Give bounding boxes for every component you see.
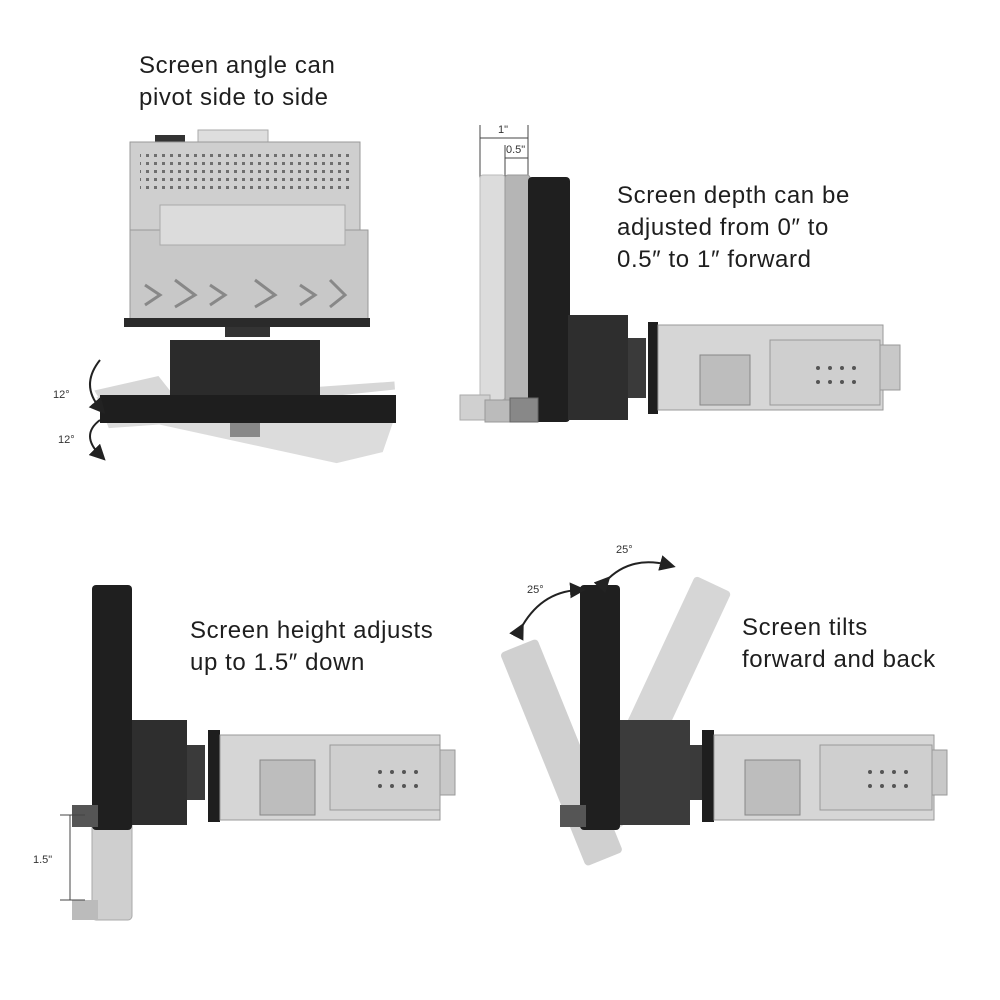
caption-line: Screen height adjusts [190,617,434,644]
mount-bracket [568,315,628,420]
depth-caption: Screen depth can be adjusted from 0″ to … [617,180,850,276]
angle-label-bottom: 12° [58,434,75,446]
screen-dark [528,177,570,422]
pivot-caption: Screen angle can pivot side to side [139,50,335,114]
depth-dim-inner: 0.5" [506,144,525,156]
depth-dimensions [479,125,529,180]
height-dimension [60,814,85,901]
angle-arrow-up [88,359,106,415]
mount-bracket [132,720,187,825]
caption-line: Screen tilts [742,614,868,641]
height-caption: Screen height adjusts up to 1.5″ down [190,615,433,679]
caption-line: 0.5″ to 1″ forward [617,246,812,273]
tilt-arrow-back [509,582,586,641]
caption-line: forward and back [742,646,936,673]
angle-arrow-down [88,419,106,461]
caption-line: pivot side to side [139,84,329,111]
depth-dim-outer: 1" [498,124,508,136]
caption-line: adjusted from 0″ to [617,214,830,241]
height-dim-label: 1.5" [33,854,52,866]
vent-holes [140,152,350,192]
screen-dark [580,585,620,830]
screen-dark-center [100,340,396,437]
angle-label-top: 12° [53,389,70,401]
mount-bracket [620,720,690,825]
tilt-angle-back: 25° [527,584,544,596]
caption-line: Screen depth can be [617,182,850,209]
caption-line: up to 1.5″ down [190,649,365,676]
tilt-arrow-forward [593,555,676,594]
head-unit-top-view [124,129,370,337]
tilt-caption: Screen tilts forward and back [742,612,936,676]
screen-dark [92,585,132,830]
tilt-angle-forward: 25° [616,544,633,556]
caption-line: Screen angle can [139,52,336,79]
